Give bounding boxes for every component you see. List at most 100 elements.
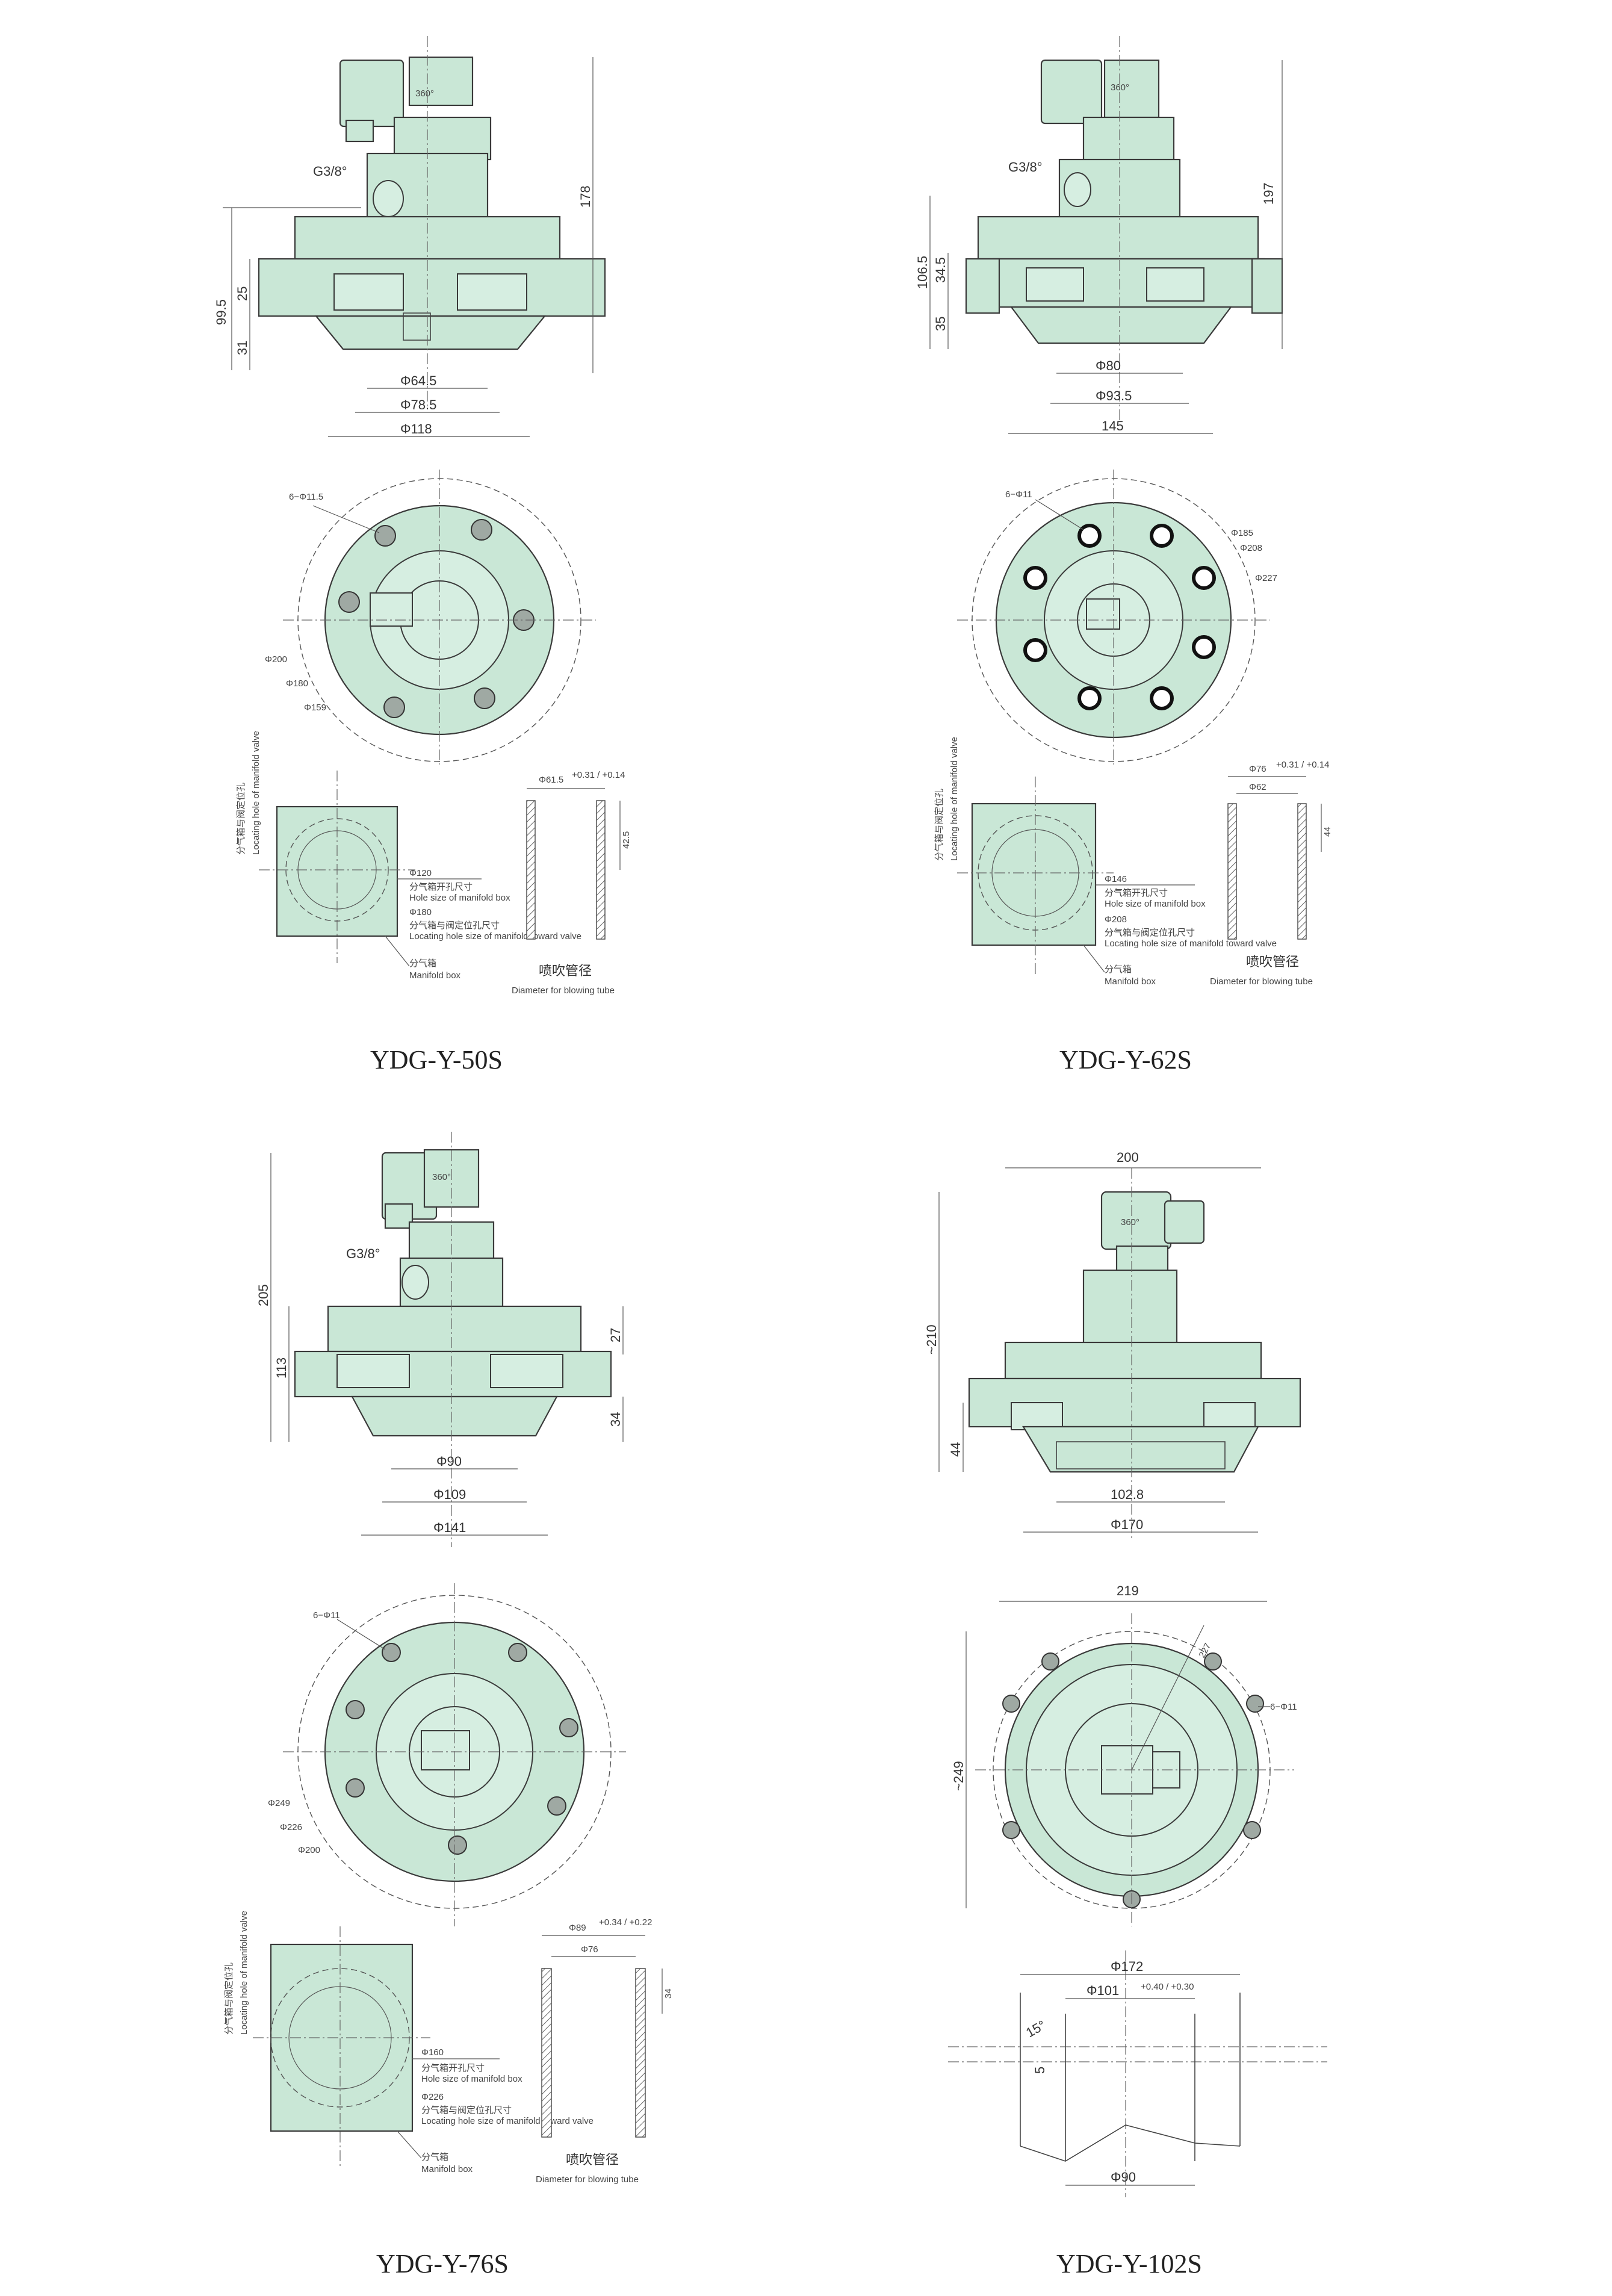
model-title: YDG-Y-76S [376, 2249, 509, 2279]
tube-len-label: 44 [1322, 827, 1333, 837]
top-view-102s: 219 227 6−Φ11 ~249 [951, 1583, 1297, 1926]
outer-label: Φ172 [1111, 1959, 1143, 1974]
tube-en-label: Diameter for blowing tube [1210, 976, 1313, 987]
hole-size-en: Hole size of manifold box [409, 893, 510, 903]
hole-size-cn: 分气箱开孔尺寸 [409, 882, 473, 892]
locating-hole-cn: 分气箱与阀定位孔 [224, 1962, 234, 2035]
tube-detail-76s: Φ89 +0.34 / +0.22 Φ76 34 喷吹管径 Diameter f… [536, 1917, 674, 2185]
d3-label: Φ141 [433, 1520, 466, 1535]
locating-size-value: Φ226 [421, 2092, 444, 2102]
d2-label: Φ109 [433, 1487, 466, 1502]
locating-size-en: Locating hole size of manifold toward va… [421, 2116, 594, 2126]
height-label: 197 [1261, 182, 1276, 205]
rotation-label: 360° [415, 88, 434, 99]
hole-size-en: Hole size of manifold box [1105, 899, 1206, 909]
h1-label: 106.5 [915, 256, 930, 289]
manifold-box-cn: 分气箱 [1105, 964, 1132, 975]
h1-label: 113 [274, 1357, 289, 1379]
d2-label: Φ93.5 [1096, 388, 1132, 403]
tube-en-label: Diameter for blowing tube [536, 2174, 639, 2185]
holes-label: 6−Φ11.5 [289, 492, 323, 502]
top-view-76s: 6−Φ11 Φ249 Φ226 Φ200 [268, 1583, 626, 1926]
circle-1-label: Φ185 [1231, 528, 1253, 538]
locating-hole-en: Locating hole of manifold valve [251, 731, 261, 855]
h3-label: 35 [933, 317, 948, 331]
side-view-50s: G3/8° 360° 178 99.5 25 31 Φ64.5 Φ78.5 Φ1… [214, 36, 606, 437]
tube-inner-label: Φ62 [1249, 782, 1266, 792]
model-title: YDG-Y-102S [1056, 2249, 1202, 2279]
holes-label: 6−Φ11 [1270, 1702, 1297, 1712]
h3-label: 31 [235, 341, 250, 355]
rotation-label: 360° [432, 1172, 451, 1182]
side-view-102s: 360° 200 ~210 44 102.8 Φ170 [924, 1150, 1301, 1541]
h1-label: 99.5 [214, 299, 229, 325]
manifold-box-en: Manifold box [421, 2164, 473, 2174]
hole-size-value: Φ160 [421, 2047, 444, 2058]
locating-hole-cn: 分气箱与阀定位孔 [934, 789, 944, 861]
d1-label: Φ64.5 [400, 373, 436, 388]
hole-size-cn: 分气箱开孔尺寸 [1105, 888, 1168, 898]
holes-label: 6−Φ11 [1005, 489, 1032, 500]
tube-cn-label: 喷吹管径 [1246, 954, 1299, 969]
height-label: 178 [578, 185, 593, 208]
panel-ydg-y-102s: 360° 200 ~210 44 102.8 Φ170 [924, 1150, 1327, 2279]
manifold-box-cn: 分气箱 [409, 958, 436, 969]
circle-2-label: Φ208 [1240, 543, 1262, 553]
d1-label: 102.8 [1111, 1487, 1144, 1502]
h2-label: 27 [608, 1328, 623, 1342]
rotation-label: 360° [1111, 82, 1129, 93]
circle-3-label: Φ227 [1255, 573, 1277, 583]
tube-outer-label: Φ61.5 [539, 775, 563, 785]
h2-label: 25 [235, 287, 250, 301]
side-view-76s: G3/8° 360° 205 113 27 34 Φ90 Φ109 Φ141 [256, 1132, 624, 1547]
port-label: G3/8° [1008, 160, 1043, 175]
side-view-62s: G3/8° 360° 197 106.5 34.5 35 Φ80 Φ93.5 1… [915, 36, 1283, 434]
rotation-label: 360° [1121, 1217, 1139, 1227]
tube-inner-label: Φ76 [581, 1944, 598, 1955]
d1-label: Φ90 [436, 1454, 462, 1469]
holes-label: 6−Φ11 [313, 1610, 340, 1621]
panel-ydg-y-50s: G3/8° 360° 178 99.5 25 31 Φ64.5 Φ78.5 Φ1… [214, 36, 631, 1075]
tube-len-label: 42.5 [621, 831, 631, 849]
tube-tol-label: +0.34 / +0.22 [599, 1917, 652, 1928]
inner-label: Φ101 [1087, 1983, 1119, 1998]
tube-detail-50s: Φ61.5 +0.31 / +0.14 42.5 喷吹管径 Diameter f… [512, 770, 631, 996]
circle-2-label: Φ180 [286, 678, 308, 689]
locating-hole-cn: 分气箱与阀定位孔 [236, 783, 246, 855]
locating-size-en: Locating hole size of manifold toward va… [409, 931, 581, 942]
locating-size-cn: 分气箱与阀定位孔尺寸 [421, 2105, 512, 2115]
locating-size-cn: 分气箱与阀定位孔尺寸 [409, 920, 500, 931]
d3-label: Φ118 [400, 421, 432, 436]
d1-label: Φ80 [1096, 358, 1121, 373]
tube-tol-label: +0.31 / +0.14 [572, 770, 625, 780]
port-label: G3/8° [313, 164, 347, 179]
panel-ydg-y-62s: G3/8° 360° 197 106.5 34.5 35 Φ80 Φ93.5 1… [915, 36, 1333, 1075]
offset-label: 5 [1032, 2067, 1047, 2074]
locating-size-en: Locating hole size of manifold toward va… [1105, 939, 1277, 949]
circle-2-label: Φ226 [280, 1822, 302, 1832]
top-view-62s: 6−Φ11 Φ185 Φ208 Φ227 [957, 470, 1277, 765]
manifold-box-cn: 分气箱 [421, 2152, 448, 2162]
tube-en-label: Diameter for blowing tube [512, 985, 615, 996]
manifold-detail-76s: 分气箱与阀定位孔 Locating hole of manifold valve… [224, 1911, 594, 2174]
circle-1-label: Φ200 [265, 654, 287, 665]
top-view-50s: 6−Φ11.5 Φ200 Φ180 Φ159 [265, 470, 596, 765]
locating-size-value: Φ208 [1105, 914, 1127, 925]
d3-label: 145 [1102, 418, 1124, 433]
height-label: ~210 [924, 1324, 939, 1354]
width-label: 200 [1117, 1150, 1139, 1165]
locating-hole-en: Locating hole of manifold valve [949, 737, 959, 861]
d2-label: Φ78.5 [400, 397, 436, 412]
circle-3-label: Φ159 [304, 703, 326, 713]
tube-cn-label: 喷吹管径 [539, 963, 592, 978]
tube-detail-62s: Φ76 +0.31 / +0.14 Φ62 44 喷吹管径 Diameter f… [1210, 760, 1333, 987]
angle-label: 15° [1023, 2017, 1048, 2040]
manifold-detail-50s: 分气箱与阀定位孔 Locating hole of manifold valve… [236, 731, 581, 981]
locating-hole-en: Locating hole of manifold valve [239, 1911, 249, 2035]
h3-label: 44 [948, 1442, 963, 1457]
height-label: 205 [256, 1284, 271, 1306]
hole-size-en: Hole size of manifold box [421, 2074, 522, 2084]
manifold-box-en: Manifold box [409, 970, 461, 981]
circle-3-label: Φ200 [298, 1845, 320, 1855]
